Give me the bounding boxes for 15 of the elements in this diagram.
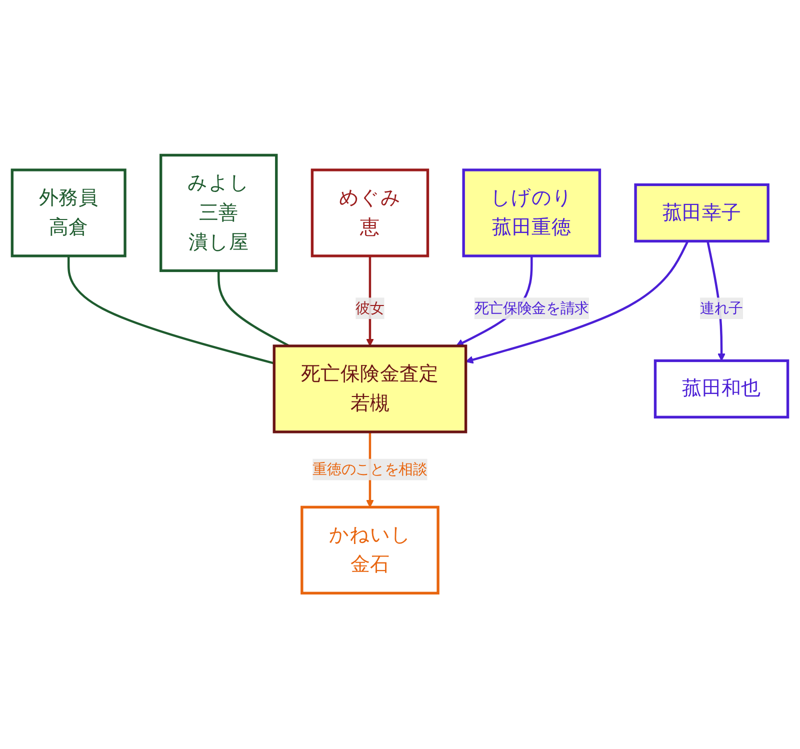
node-box: かねいし 金石 [300, 506, 440, 595]
node-box: 菰田幸子 [634, 184, 770, 243]
edge-label: 重徳のことを相談 [312, 460, 428, 478]
edge-label: 連れ子 [700, 300, 744, 317]
node-box: しげのり 菰田重徳 [462, 168, 602, 258]
node-box: めぐみ 恵 [310, 168, 430, 258]
node-box: 死亡保険金査定 若槻 [272, 344, 468, 434]
node-box: みよし 三善 潰し屋 [160, 154, 278, 272]
connector [68, 256, 274, 365]
edge-label: 彼女 [356, 300, 384, 317]
connector [218, 271, 290, 348]
arrow [465, 240, 689, 364]
node-box: 菰田和也 [654, 360, 790, 419]
node-box: 外務員 高倉 [10, 168, 126, 258]
edge-label: 死亡保険金を請求 [474, 300, 589, 317]
